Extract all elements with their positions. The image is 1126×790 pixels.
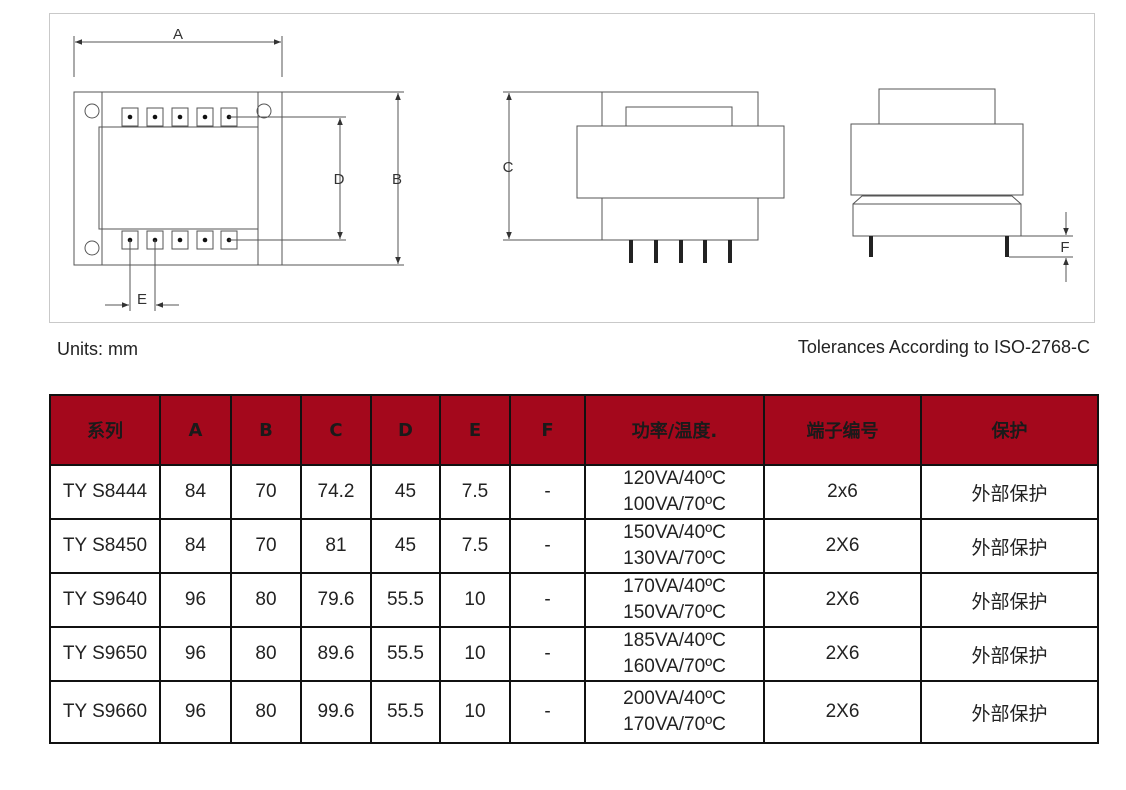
cell-c: 81 [300,518,372,574]
power-rating-70c: 100VA/70ºC [623,494,726,515]
dim-label-e: E [137,291,147,308]
header-f: F [509,394,586,466]
cell-protection: 外部保护 [920,464,1099,520]
header-c: C [300,394,372,466]
header-d: D [370,394,441,466]
table-row: TY S8444 84 70 74.2 45 7.5 - 120VA/40ºC … [49,464,1099,520]
cell-f: - [509,464,586,520]
cell-power-temp: 120VA/40ºC 100VA/70ºC [584,464,765,520]
power-rating-40c: 150VA/40ºC [623,522,726,543]
cell-d: 55.5 [370,680,441,744]
cell-f: - [509,626,586,682]
header-a: A [159,394,232,466]
cell-series: TY S8444 [49,464,161,520]
cell-b: 80 [230,680,302,744]
cell-series: TY S9650 [49,626,161,682]
cell-e: 10 [439,626,511,682]
power-rating-70c: 130VA/70ºC [623,548,726,569]
cell-protection: 外部保护 [920,626,1099,682]
spec-table: 系列 A B C D E F 功率/温度. 端子编号 保护 TY S8444 8… [49,394,1099,744]
cell-d: 45 [370,464,441,520]
cell-d: 55.5 [370,572,441,628]
cell-series: TY S9660 [49,680,161,744]
header-series: 系列 [49,394,161,466]
cell-power-temp: 200VA/40ºC 170VA/70ºC [584,680,765,744]
header-b: B [230,394,302,466]
dim-label-c: C [503,159,514,176]
cell-power-temp: 170VA/40ºC 150VA/70ºC [584,572,765,628]
cell-power-temp: 185VA/40ºC 160VA/70ºC [584,626,765,682]
side-view [576,91,785,241]
cell-terminal: 2X6 [763,518,922,574]
cell-series: TY S8450 [49,518,161,574]
table-row: TY S9650 96 80 89.6 55.5 10 - 185VA/40ºC… [49,626,1099,682]
header-protection: 保护 [920,394,1099,466]
power-rating-40c: 185VA/40ºC [623,630,726,651]
cell-b: 70 [230,464,302,520]
cell-series: TY S9640 [49,572,161,628]
table-header-row: 系列 A B C D E F 功率/温度. 端子编号 保护 [49,394,1099,466]
cell-power-temp: 150VA/40ºC 130VA/70ºC [584,518,765,574]
cell-a: 96 [159,626,232,682]
dimension-drawing: A B D E C F [49,13,1095,323]
dim-label-f: F [1060,239,1069,256]
cell-d: 45 [370,518,441,574]
cell-a: 84 [159,464,232,520]
cell-c: 99.6 [300,680,372,744]
transformer-drawing-svg: A B D E C F [73,26,1073,311]
cell-f: - [509,518,586,574]
cell-terminal: 2x6 [763,464,922,520]
header-terminal: 端子编号 [763,394,922,466]
cell-a: 84 [159,518,232,574]
table-row: TY S8450 84 70 81 45 7.5 - 150VA/40ºC 13… [49,518,1099,574]
cell-a: 96 [159,680,232,744]
cell-protection: 外部保护 [920,518,1099,574]
cell-c: 79.6 [300,572,372,628]
cell-c: 74.2 [300,464,372,520]
cell-e: 10 [439,572,511,628]
power-rating-40c: 200VA/40ºC [623,688,726,709]
dim-label-a: A [173,26,183,43]
power-rating-40c: 170VA/40ºC [623,576,726,597]
cell-f: - [509,680,586,744]
cell-c: 89.6 [300,626,372,682]
cell-e: 10 [439,680,511,744]
cell-a: 96 [159,572,232,628]
table-row: TY S9640 96 80 79.6 55.5 10 - 170VA/40ºC… [49,572,1099,628]
units-note: Units: mm [57,339,138,359]
cell-f: - [509,572,586,628]
header-e: E [439,394,511,466]
cell-terminal: 2X6 [763,680,922,744]
tolerance-note: Tolerances According to ISO-2768-C [797,337,1090,357]
dim-label-d: D [334,171,345,188]
cell-terminal: 2X6 [763,626,922,682]
cell-b: 80 [230,626,302,682]
power-rating-70c: 150VA/70ºC [623,602,726,623]
header-power-temp: 功率/温度. [584,394,765,466]
cell-e: 7.5 [439,464,511,520]
cell-b: 80 [230,572,302,628]
power-rating-70c: 170VA/70ºC [623,714,726,735]
cell-b: 70 [230,518,302,574]
cell-d: 55.5 [370,626,441,682]
end-view [850,88,1024,237]
table-row: TY S9660 96 80 99.6 55.5 10 - 200VA/40ºC… [49,680,1099,744]
power-rating-40c: 120VA/40ºC [623,468,726,489]
cell-protection: 外部保护 [920,680,1099,744]
cell-e: 7.5 [439,518,511,574]
dim-label-b: B [392,171,402,188]
power-rating-70c: 160VA/70ºC [623,656,726,677]
cell-terminal: 2X6 [763,572,922,628]
cell-protection: 外部保护 [920,572,1099,628]
